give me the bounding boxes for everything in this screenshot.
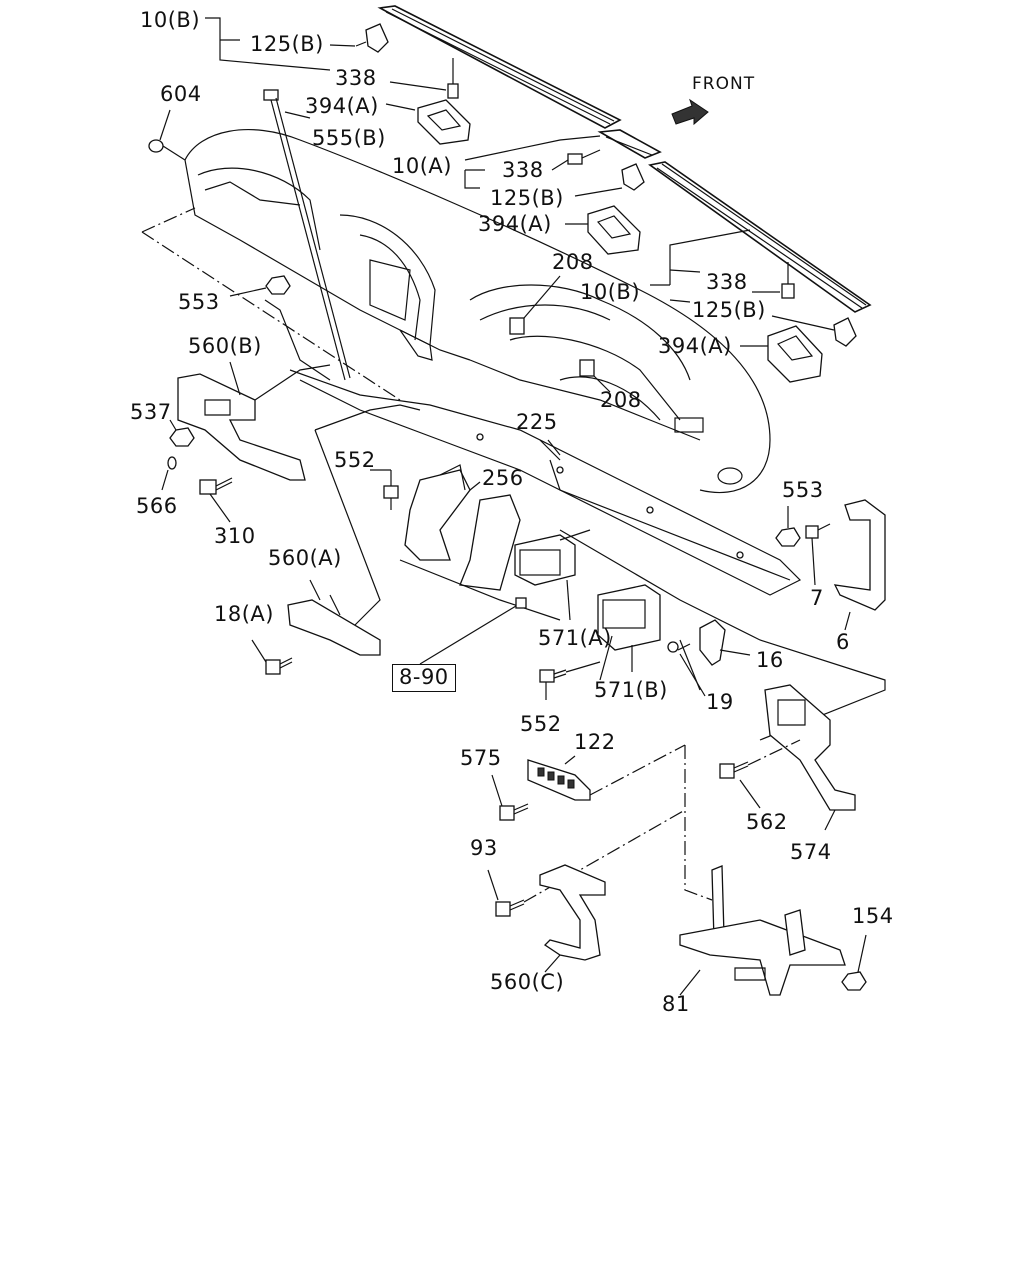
bracket-81	[679, 745, 846, 996]
bracket-256	[399, 464, 561, 621]
bolt-562-icon	[719, 739, 801, 809]
bracket-560c	[539, 864, 606, 973]
nut-537-icon	[169, 419, 195, 447]
instrument-panel	[141, 129, 771, 494]
bolt-310-icon	[199, 477, 233, 523]
screw-7-icon	[805, 523, 831, 586]
callout-154: 154	[852, 904, 894, 928]
callout-18a: 18(A)	[214, 602, 274, 626]
bolt-93-icon	[487, 809, 686, 917]
callout-560b: 560(B)	[188, 334, 262, 358]
bolt-18a-icon	[251, 639, 293, 675]
wire-line	[314, 404, 421, 431]
callout-122: 122	[574, 730, 616, 754]
callout-394a: 394(A)	[305, 94, 379, 118]
callout-208: 208	[552, 250, 594, 274]
nut-154-icon	[841, 934, 867, 991]
defroster-nozzle-center	[597, 129, 662, 159]
callout-574: 574	[790, 840, 832, 864]
callout-394a: 394(A)	[478, 212, 552, 236]
callout-560c: 560(C)	[490, 970, 565, 994]
callout-225: 225	[516, 410, 558, 434]
bracket-16	[699, 619, 751, 666]
callout-16: 16	[756, 648, 784, 672]
clip-208-top-icon	[509, 275, 561, 335]
bolt-552-upper-icon	[383, 470, 399, 510]
callout-552: 552	[520, 712, 562, 736]
callout-575: 575	[460, 746, 502, 770]
callout-10b: 10(B)	[140, 8, 201, 32]
callout-125b: 125(B)	[490, 186, 564, 210]
nut-553-left-icon	[229, 275, 291, 297]
callout-553: 553	[178, 290, 220, 314]
clip-125b-mid-icon	[621, 163, 645, 191]
callout-125b: 125(B)	[692, 298, 766, 322]
callout-7: 7	[810, 586, 824, 610]
callout-562: 562	[746, 810, 788, 834]
pocket-571a	[514, 529, 591, 621]
clip-208-low-icon	[579, 359, 611, 393]
callout-19: 19	[706, 690, 734, 714]
grommet-604-icon	[148, 109, 186, 161]
callout-338: 338	[706, 270, 748, 294]
rod-555b-icon	[263, 89, 351, 381]
callout-338: 338	[502, 158, 544, 182]
callout-571a: 571(A)	[538, 626, 612, 650]
callout-6: 6	[836, 630, 850, 654]
pocket-571b	[597, 584, 661, 672]
bracket-394a-right-icon	[767, 325, 823, 383]
callout-604: 604	[160, 82, 202, 106]
callout-208: 208	[600, 388, 642, 412]
bolt-575-icon	[491, 774, 529, 821]
callout-571b: 571(B)	[594, 678, 668, 702]
bracket-394a-top-icon	[417, 99, 471, 145]
defroster-nozzle-right	[648, 161, 872, 313]
bracket-574	[764, 684, 856, 831]
callout-256: 256	[482, 466, 524, 490]
cross-member-225	[289, 369, 802, 596]
callout-553: 553	[782, 478, 824, 502]
callout-10a: 10(A)	[392, 154, 452, 178]
screw-338-right-icon	[781, 262, 795, 299]
callout-555b: 555(B)	[312, 126, 386, 150]
screw-19-icon	[667, 641, 706, 697]
nut-553-right-icon	[775, 506, 801, 547]
defroster-nozzle-left	[377, 5, 622, 129]
callout-10b: 10(B)	[580, 280, 641, 304]
callout-125b: 125(B)	[250, 32, 324, 56]
bracket-6	[833, 499, 886, 631]
bolt-552-lower-icon	[539, 661, 601, 700]
clip-125b-right-icon	[833, 317, 857, 347]
front-label: FRONT	[692, 74, 756, 94]
screw-338-top-icon	[447, 58, 459, 99]
screw-338-mid-icon	[567, 149, 601, 165]
callout-93: 93	[470, 836, 498, 860]
ring-566-icon	[161, 456, 177, 491]
callout-394a: 394(A)	[658, 334, 732, 358]
front-arrow-icon	[671, 98, 709, 126]
callout-310: 310	[214, 524, 256, 548]
screw-8-90-icon	[419, 597, 527, 665]
callout-560a: 560(A)	[268, 546, 342, 570]
clip-125b-top-icon	[355, 23, 389, 53]
bracket-560a	[287, 594, 381, 656]
callout-81: 81	[662, 992, 690, 1016]
grille-122	[527, 744, 686, 801]
callout-552: 552	[334, 448, 376, 472]
bracket-394a-mid-icon	[587, 205, 641, 255]
callout-566: 566	[136, 494, 178, 518]
callout-338: 338	[335, 66, 377, 90]
bracket-560b	[177, 299, 331, 481]
callout-537: 537	[130, 400, 172, 424]
reference-box[interactable]: 8-90	[392, 664, 456, 692]
